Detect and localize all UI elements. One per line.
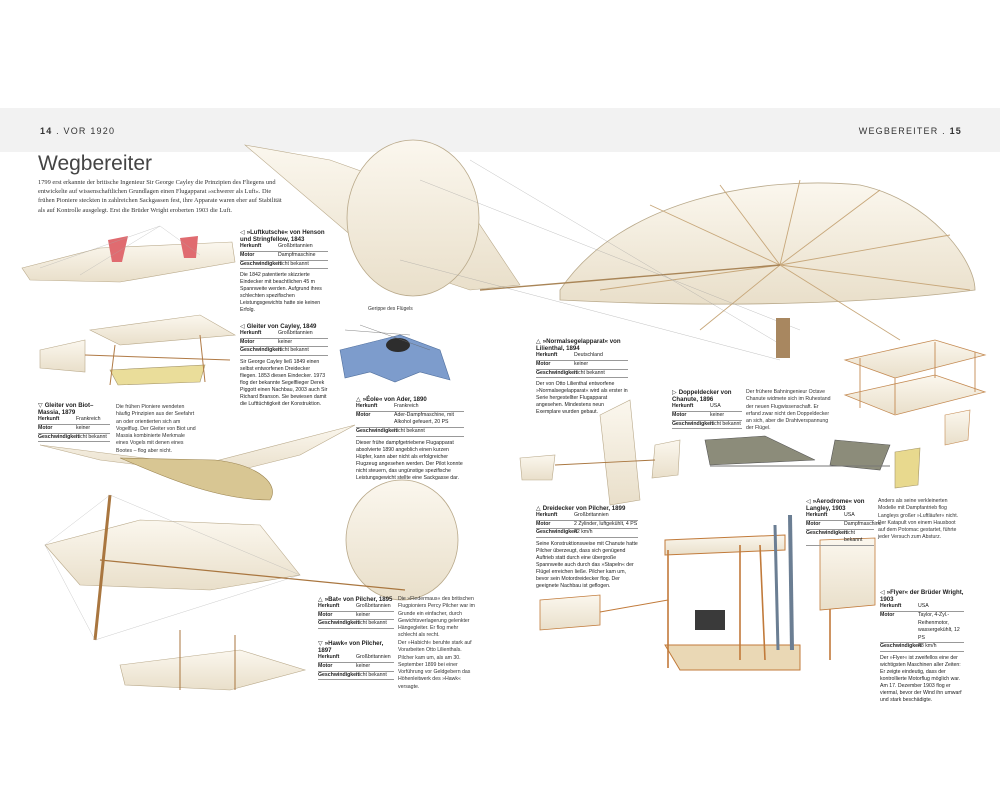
pointer-down-icon: ▽ <box>318 640 323 647</box>
running-header-left: 14 . VOR 1920 <box>40 126 116 136</box>
ader-wing-caption: Gerippe des Flügels <box>368 306 413 312</box>
henson-speed: nicht bekannt <box>278 260 309 267</box>
henson-desc: Die 1842 patentierte skizzierte Eindecke… <box>240 272 322 314</box>
section-label-right: WEGBEREITER <box>858 126 939 136</box>
biot-massia-glider-image <box>39 424 356 501</box>
langley-engine: Dampfmaschine <box>844 521 882 527</box>
bat-speed: nicht bekannt <box>356 620 387 627</box>
hawk-engine: keiner <box>356 663 371 669</box>
running-header-right: WEGBEREITER . 15 <box>858 126 962 136</box>
ader-title: △»Éole« von Ader, 1890 <box>356 396 427 403</box>
cayley-title: ◁Gleiter von Cayley, 1849 <box>240 323 317 330</box>
chanute-desc: Der frühere Bahningenieur Octave Chanute… <box>746 389 831 432</box>
hawk-title: ▽»Hawk« von Pilcher, 1897 <box>318 640 384 655</box>
pointer-up-icon: △ <box>536 505 541 512</box>
henson-title: ◁»Luftkutsche« von Henson und Stringfell… <box>240 229 325 244</box>
intro-paragraph: 1799 erst erkannte der britische Ingenie… <box>38 179 282 214</box>
henson-origin: Großbritannien <box>278 243 313 250</box>
wright-speed: 48 km/h <box>918 643 937 650</box>
pointer-right-icon: ▷ <box>672 389 677 396</box>
ader-origin: Frankreich <box>394 403 419 410</box>
biot-title: ▽Gleiter von Biot–Massia, 1879 <box>38 402 94 417</box>
wright-desc: Der »Flyer« ist zweifellos eine der wich… <box>880 654 962 703</box>
pilcher-tri-origin: Großbritannien <box>574 512 609 519</box>
chanute-origin: USA <box>710 403 721 410</box>
henson-aerial-carriage-image <box>21 225 236 283</box>
cayley-origin: Großbritannien <box>278 330 313 337</box>
chanute-title: ▷Doppeldecker von Chanute, 1896 <box>672 389 732 404</box>
pilcher-tri-title: △Dreidecker von Pilcher, 1899 <box>536 505 626 512</box>
wright-origin: USA <box>918 603 929 610</box>
page-number-right: 15 <box>949 126 962 136</box>
biot-desc: Die frühen Pioniere wendeten häufig Prin… <box>116 404 196 454</box>
lilienthal-title: △»Normalsegelapparat« von Lilienthal, 18… <box>536 338 621 353</box>
langley-speed: nicht bekannt <box>844 529 863 544</box>
lilienthal-desc: Der von Otto Lilienthal entworfene »Norm… <box>536 381 628 416</box>
langley-desc: Anders als seine verkleinerten Modelle m… <box>878 498 959 541</box>
hawk-speed: nicht bekannt <box>356 671 387 678</box>
biot-origin: Frankreich <box>76 416 101 423</box>
wright-engine: Taylor, 4-Zyl.-Reihenmotor, wassergekühl… <box>918 612 960 641</box>
lilienthal-origin: Deutschland <box>574 352 603 359</box>
wright-flyer-image <box>539 514 876 671</box>
pointer-left-icon: ◁ <box>240 229 245 236</box>
ader-desc: Dieser frühe dampfgetriebene Flugapparat… <box>356 439 463 481</box>
bat-origin: Großbritannien <box>356 603 391 610</box>
lilienthal-entry: △»Normalsegelapparat« von Lilienthal, 18… <box>536 338 628 416</box>
chanute-speed: nicht bekannt <box>710 420 741 427</box>
biot-speed: nicht bekannt <box>76 433 107 440</box>
ader-speed: nicht bekannt <box>394 427 425 434</box>
pointer-left-icon: ◁ <box>240 323 245 330</box>
pilcher-hawk-image <box>119 630 307 691</box>
biot-engine: keiner <box>76 425 91 431</box>
henson-engine: Dampfmaschine <box>278 252 316 258</box>
ader-engine: Ader-Dampfmaschine, mit Alkohol gefeuert… <box>394 411 454 426</box>
header-band <box>0 108 1000 152</box>
pointer-up-icon: △ <box>536 338 541 345</box>
pointer-down-icon: ▽ <box>38 402 43 409</box>
lilienthal-engine: keiner <box>574 361 589 367</box>
pointer-up-icon: △ <box>356 396 361 403</box>
page-title: Wegbereiter <box>38 152 153 175</box>
cayley-speed: nicht bekannt <box>278 347 309 354</box>
pilcher-tri-engine: 2 Zylinder, luftgekühlt, 4 PS <box>574 520 638 527</box>
lilienthal-glider-image <box>243 139 976 361</box>
pointer-up-icon: △ <box>318 596 323 603</box>
hawk-desc: Der »Habicht« beruhte stark auf Vorarbei… <box>398 640 472 690</box>
cayley-engine: keiner <box>278 338 293 345</box>
bat-title: △»Bat« von Pilcher, 1895 <box>318 596 393 603</box>
pilcher-triplane-image <box>519 399 681 506</box>
wright-title: ◁»Flyer« der Brüder Wright, 1903 <box>880 589 964 604</box>
page-number-left: 14 <box>40 126 53 136</box>
wright-entry: ◁»Flyer« der Brüder Wright, 1903 Herkunf… <box>880 589 964 703</box>
section-label-left: VOR 1920 <box>63 126 116 136</box>
bat-engine: keiner <box>356 611 371 618</box>
lilienthal-speed: nicht bekannt <box>574 369 605 376</box>
langley-origin: USA <box>844 512 855 519</box>
pilcher-bat-image <box>44 479 459 641</box>
chanute-engine: keiner <box>710 412 725 418</box>
pointer-left-icon: ◁ <box>880 589 885 596</box>
hawk-origin: Großbritannien <box>356 654 391 661</box>
henson-entry: ◁»Luftkutsche« von Henson und Stringfell… <box>240 229 328 314</box>
chanute-entry: ▷Doppeldecker von Chanute, 1896 Herkunft… <box>672 389 742 430</box>
langley-aerodrome-image <box>843 339 987 446</box>
bat-desc: Die »Fledermaus« des britischen Flugpion… <box>398 596 475 639</box>
cayley-desc: Sir George Cayley ließ 1849 einen selbst… <box>240 358 328 407</box>
pilcher-tri-speed: 42 km/h <box>574 529 593 536</box>
ader-eole-image <box>339 324 451 383</box>
pointer-left-icon: ◁ <box>806 498 811 505</box>
cayley-glider-image <box>39 314 236 386</box>
pilcher-tri-desc: Seine Konstruktionsweise mit Chanute hat… <box>536 540 638 589</box>
chanute-biplane-image <box>704 435 921 489</box>
langley-title: ◁»Aerodrome« von Langley, 1903 <box>806 498 865 513</box>
